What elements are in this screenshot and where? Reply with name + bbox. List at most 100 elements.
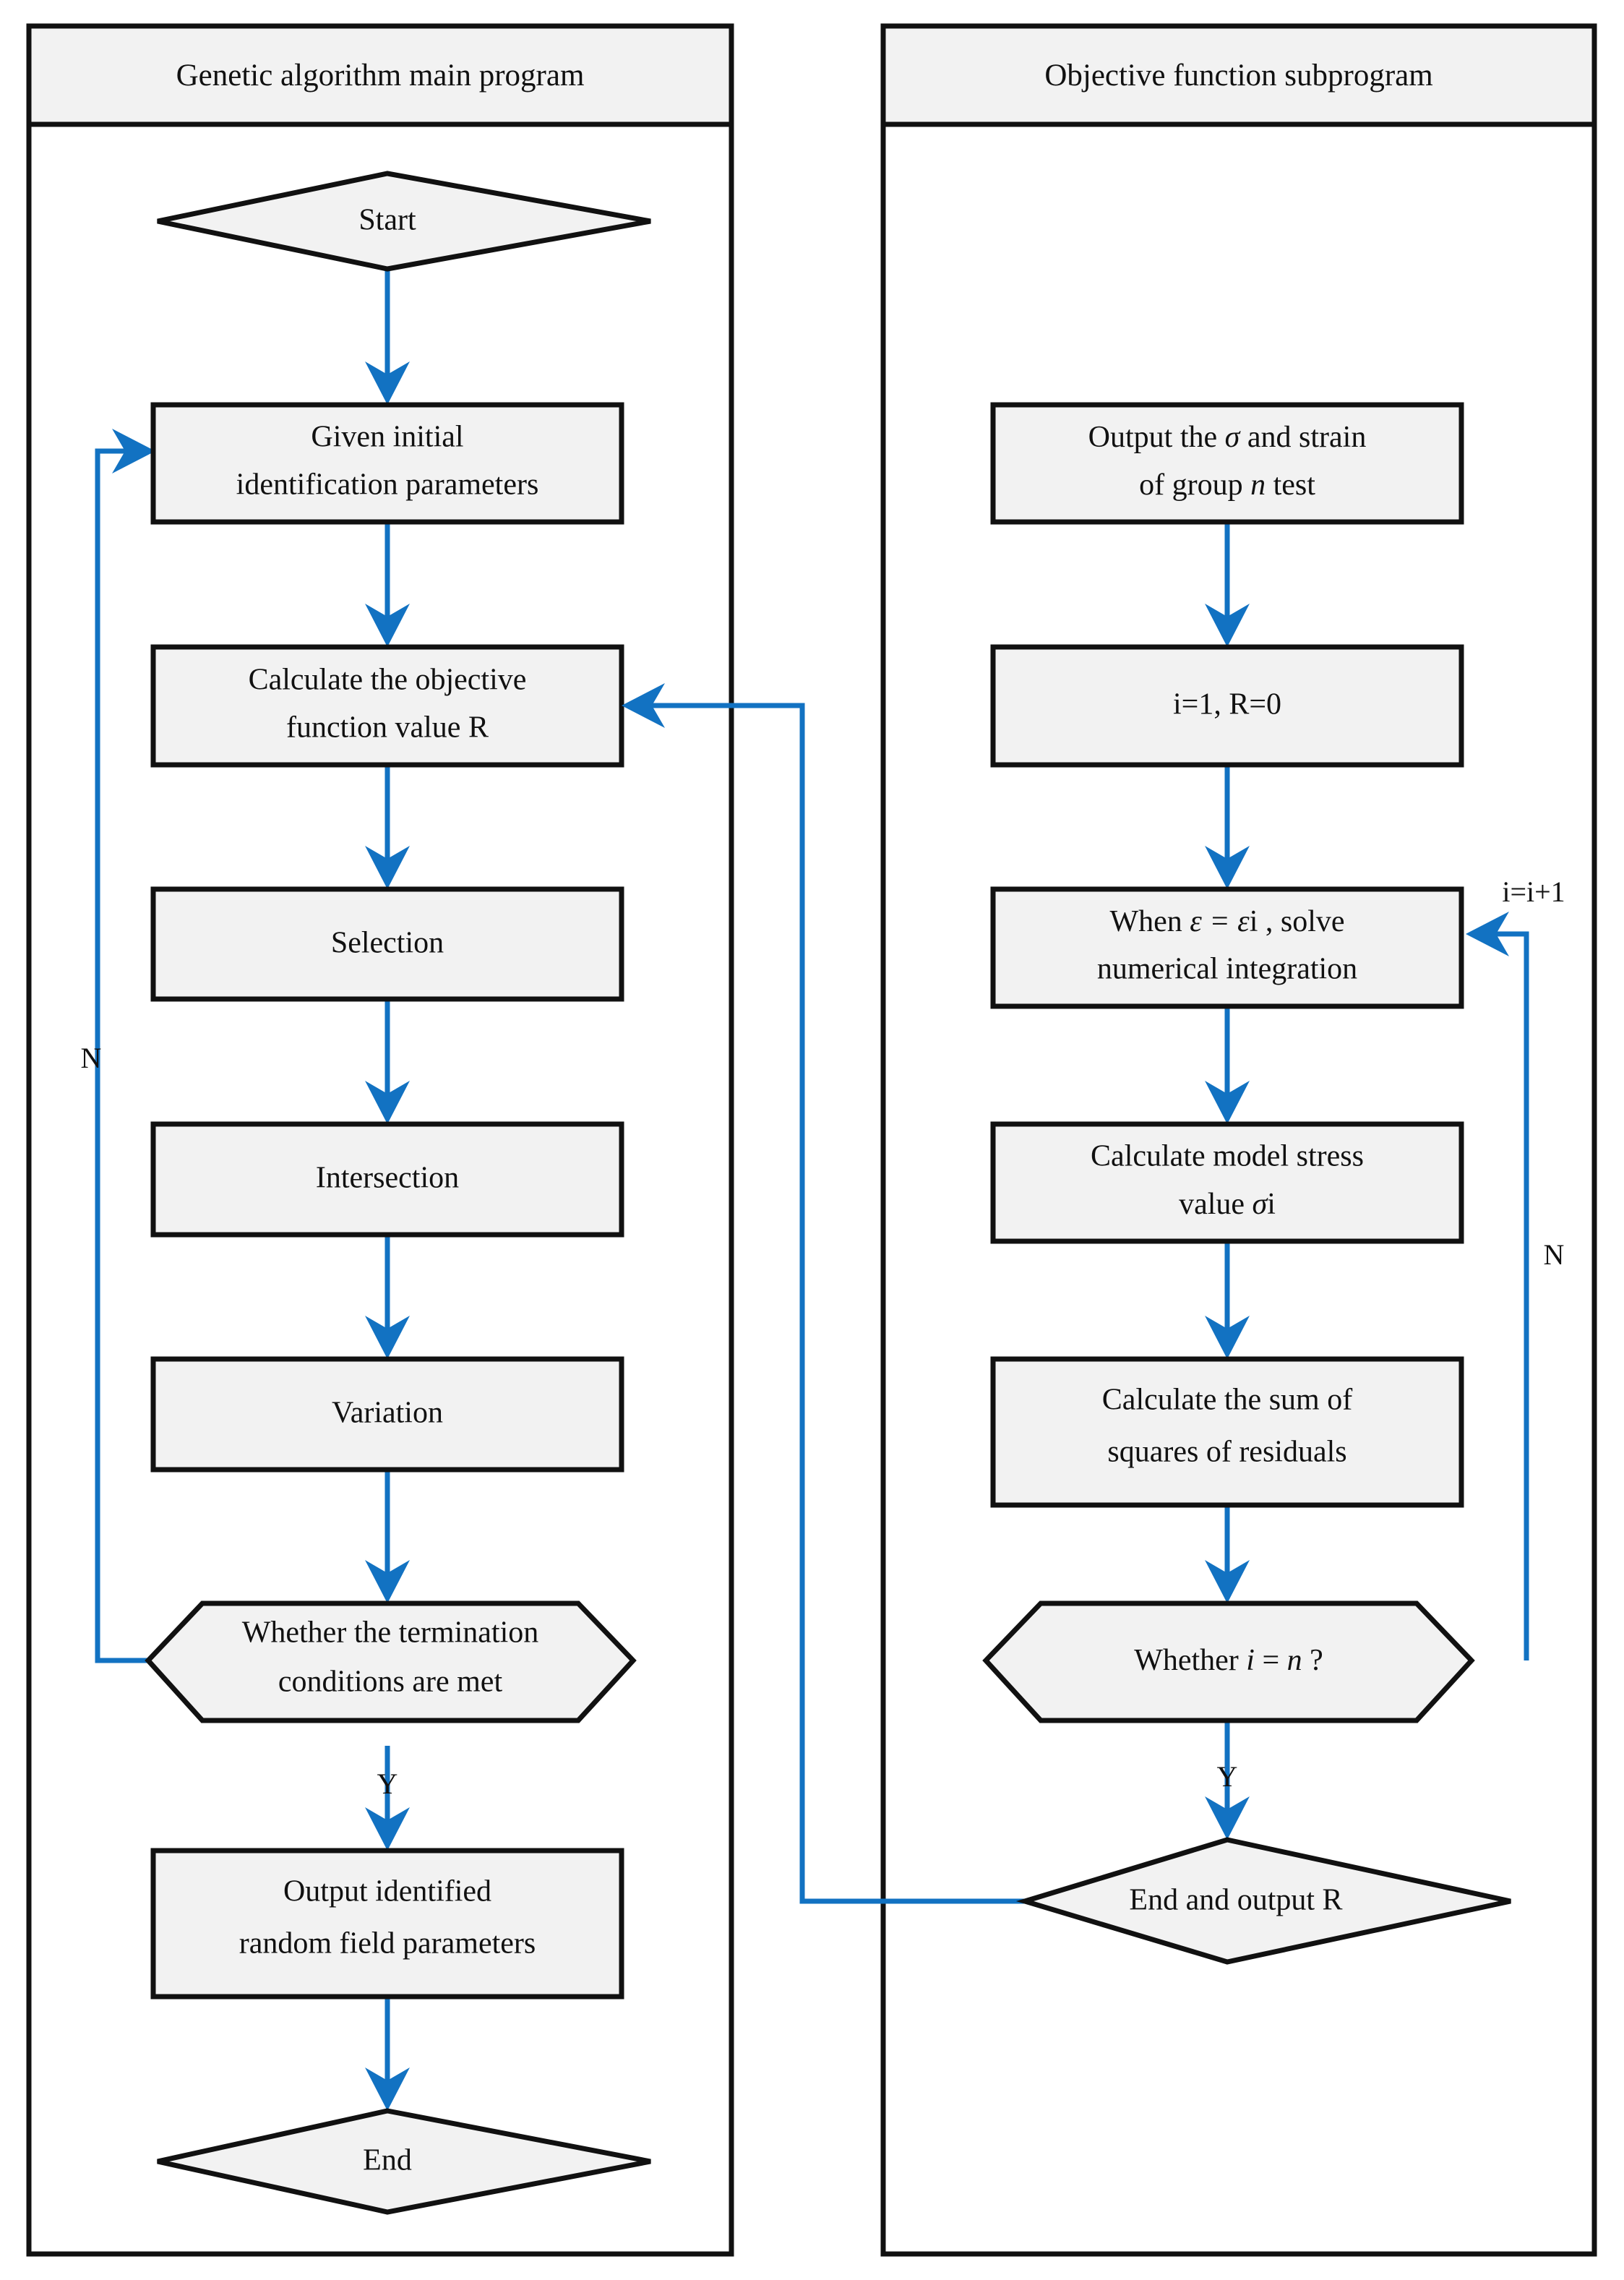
init-i-r-label: i=1, R=0	[1173, 688, 1281, 721]
edge-label-left-yes: Y	[377, 1767, 398, 1800]
arrowhead-variation-to-terminate	[365, 1560, 410, 1603]
arrowhead-terminate-yes	[365, 1807, 410, 1851]
arrowhead-whether-yes	[1205, 1796, 1250, 1840]
calculate-objective-label-line1: Calculate the objective	[249, 664, 527, 697]
whether-eq: =	[1255, 1644, 1287, 1677]
node-start[interactable]: Start	[157, 171, 651, 272]
variation-box[interactable]	[150, 1356, 624, 1473]
numerical-integration-label-line2: numerical integration	[1097, 953, 1357, 986]
selection-label: Selection	[331, 927, 444, 960]
left-connectors	[95, 269, 410, 2111]
node-intersection[interactable]: Intersection	[150, 1121, 624, 1238]
output-sigma-label-line2: of group n test	[1139, 468, 1315, 502]
numerical-integration-label-line1: When ε = εi , solve	[1109, 905, 1344, 938]
arrowhead-whether-no-feedback	[1466, 912, 1509, 956]
node-whether-i-equals-n[interactable]: Whether i = n ?	[982, 1600, 1475, 1723]
edge-label-right-no: N	[1544, 1238, 1565, 1271]
given-initial-box[interactable]	[150, 402, 624, 525]
sum-of-squares-label-line1: Calculate the sum of	[1102, 1384, 1352, 1417]
panel-right-header	[880, 23, 1597, 127]
arrowhead-sigma-to-init	[1205, 604, 1250, 647]
whether-i-n-hexagon[interactable]	[982, 1600, 1475, 1723]
arrowhead-stress-to-sum	[1205, 1316, 1250, 1359]
node-given-initial-parameters[interactable]: Given initial identification parameters	[150, 402, 624, 525]
termination-label-line1: Whether the termination	[242, 1616, 539, 1650]
panel-left-header	[26, 23, 734, 127]
variation-label: Variation	[332, 1397, 443, 1430]
node-numerical-integration[interactable]: When ε = εi , solve numerical integratio…	[990, 886, 1464, 1009]
model-stress-label-line2: value σi	[1179, 1188, 1276, 1221]
end-output-r-diamond[interactable]	[1015, 1837, 1511, 1965]
node-model-stress[interactable]: Calculate model stress value σi	[990, 1121, 1464, 1244]
arrowhead-terminate-no-feedback	[112, 429, 155, 473]
whether-i-n-label: Whether i = n ?	[1134, 1644, 1323, 1677]
output-sigma-l1-sym: σ	[1225, 421, 1242, 454]
link-return-to-main	[650, 703, 1025, 1904]
whether-it2: n	[1287, 1644, 1302, 1677]
numint-l1-b: i , solve	[1250, 905, 1345, 938]
init-i-r-box[interactable]	[990, 644, 1464, 768]
output-identified-label-line2: random field parameters	[239, 1927, 536, 1960]
arrowhead-return-to-main	[622, 683, 665, 728]
model-stress-l2-a: value	[1179, 1188, 1252, 1221]
calculate-objective-label-line2: function value R	[286, 711, 489, 745]
termination-label-line2: conditions are met	[278, 1666, 503, 1699]
arrowhead-sum-to-whether	[1205, 1560, 1250, 1603]
output-sigma-l1-b: and strain	[1240, 421, 1366, 454]
intersection-label: Intersection	[316, 1162, 459, 1195]
node-end-and-output-r[interactable]: End and output R	[1015, 1837, 1511, 1965]
output-sigma-l2-it: n	[1250, 468, 1266, 502]
intersection-box[interactable]	[150, 1121, 624, 1238]
sum-of-squares-box[interactable]	[990, 1356, 1464, 1508]
sum-of-squares-label-line2: squares of residuals	[1107, 1436, 1346, 1469]
arrowhead-calc-to-selection	[365, 846, 410, 889]
numint-l1-sym: ε = ε	[1190, 905, 1250, 938]
node-end[interactable]: End	[157, 2108, 651, 2215]
end-label: End	[363, 2144, 412, 2177]
output-sigma-l2-a: of group	[1139, 468, 1250, 502]
node-variation[interactable]: Variation	[150, 1356, 624, 1473]
edge-label-increment: i=i+1	[1502, 875, 1565, 908]
node-sum-of-squares[interactable]: Calculate the sum of squares of residual…	[990, 1356, 1464, 1508]
arrowhead-selection-to-intersection	[365, 1081, 410, 1124]
arrowhead-output-to-end	[365, 2067, 410, 2111]
model-stress-box[interactable]	[990, 1121, 1464, 1244]
arrowhead-start-to-given	[365, 361, 410, 405]
output-identified-label-line1: Output identified	[283, 1875, 491, 1908]
output-sigma-box[interactable]	[990, 402, 1464, 525]
panel-right-title: Objective function subprogram	[1044, 59, 1432, 93]
termination-hexagon[interactable]	[145, 1600, 637, 1723]
arrowhead-given-to-calc	[365, 604, 410, 647]
node-calculate-objective-function[interactable]: Calculate the objective function value R	[150, 644, 624, 768]
whether-a: Whether	[1134, 1644, 1246, 1677]
arrowhead-intersection-to-variation	[365, 1316, 410, 1359]
given-initial-label-line1: Given initial	[311, 421, 463, 454]
given-initial-label-line2: identification parameters	[236, 468, 539, 502]
numerical-integration-box[interactable]	[990, 886, 1464, 1009]
node-output-sigma-strain[interactable]: Output the σ and strain of group n test	[990, 402, 1464, 525]
arrowhead-init-to-integration	[1205, 846, 1250, 889]
output-sigma-l1-a: Output the	[1088, 421, 1225, 454]
calculate-objective-box[interactable]	[150, 644, 624, 768]
edge-label-right-yes: Y	[1217, 1760, 1238, 1793]
whether-b: ?	[1302, 1644, 1323, 1677]
link-whether-no-feedback	[1495, 931, 1529, 1660]
model-stress-l2-sym: σ	[1253, 1188, 1269, 1221]
node-termination-condition[interactable]: Whether the termination conditions are m…	[145, 1600, 637, 1723]
model-stress-label-line1: Calculate model stress	[1091, 1140, 1364, 1173]
node-selection[interactable]: Selection	[150, 886, 624, 1002]
end-diamond[interactable]	[157, 2108, 651, 2215]
start-diamond[interactable]	[157, 171, 651, 272]
selection-box[interactable]	[150, 886, 624, 1002]
arrowhead-integration-to-stress	[1205, 1081, 1250, 1124]
whether-it1: i	[1246, 1644, 1255, 1677]
output-sigma-l2-b: test	[1266, 468, 1315, 502]
node-output-identified-parameters[interactable]: Output identified random field parameter…	[150, 1848, 624, 2000]
node-init-i-r[interactable]: i=1, R=0	[990, 644, 1464, 768]
output-identified-box[interactable]	[150, 1848, 624, 2000]
panel-left-title: Genetic algorithm main program	[176, 59, 585, 93]
numint-l1-a: When	[1109, 905, 1190, 938]
right-connectors	[622, 522, 1529, 1904]
